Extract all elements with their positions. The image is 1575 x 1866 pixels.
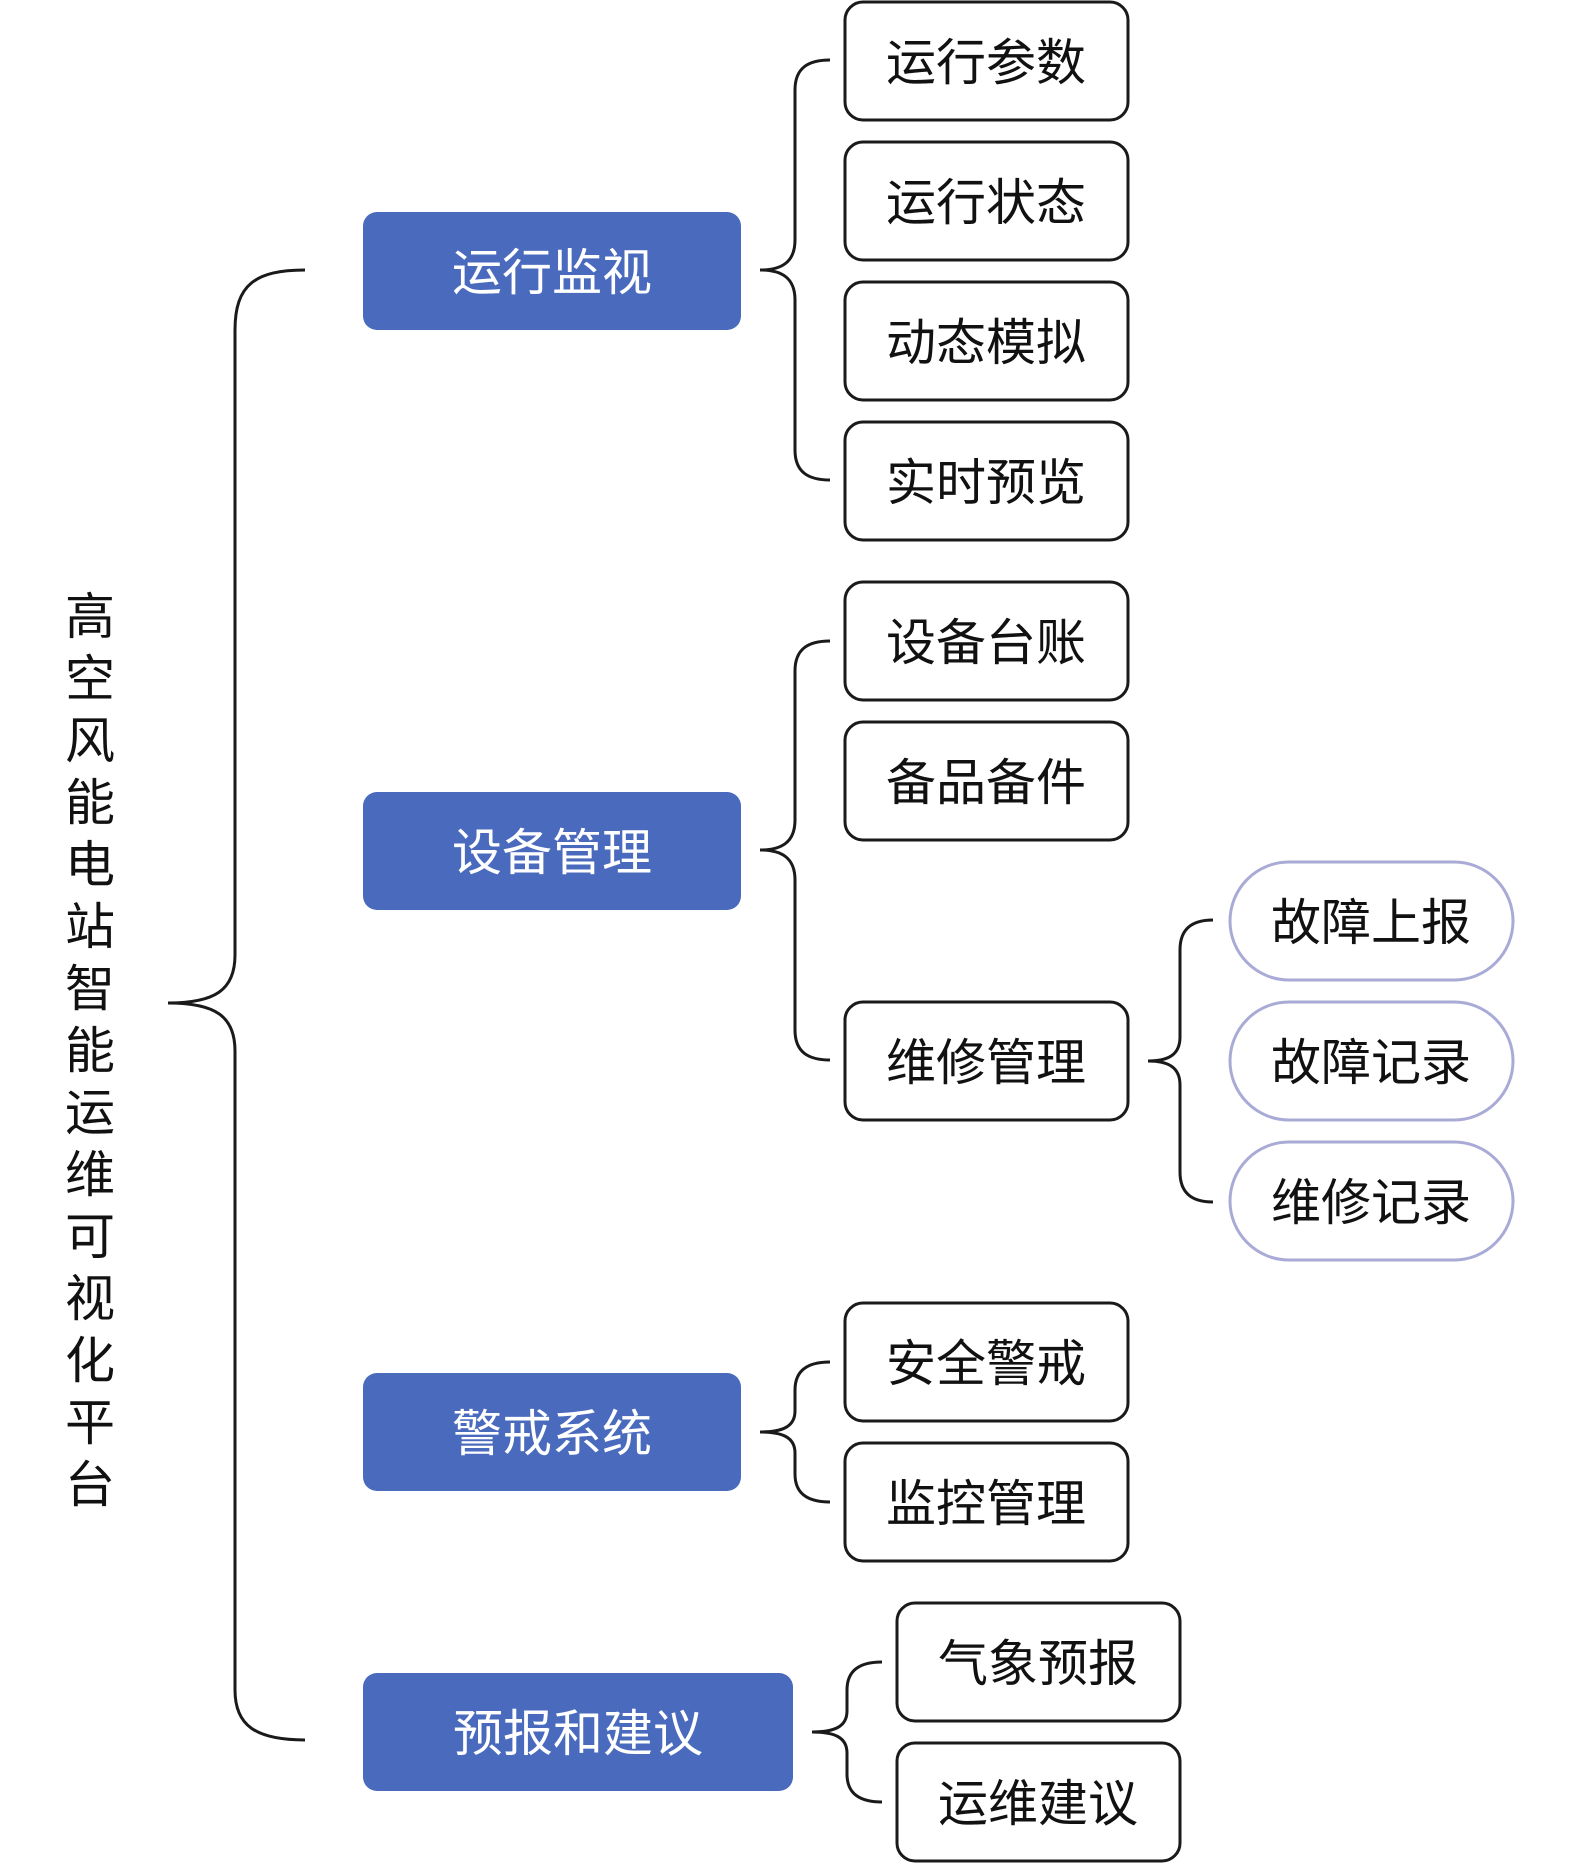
svg-text:运行监视: 运行监视: [452, 244, 652, 302]
svg-text:设备台账: 设备台账: [886, 614, 1086, 672]
leaf-safety-alert[interactable]: 安全警戒: [843, 1301, 1130, 1423]
svg-text:监控管理: 监控管理: [886, 1475, 1086, 1533]
category-alert-system[interactable]: 警戒系统: [363, 1373, 741, 1491]
brace-alert-system: [759, 1360, 831, 1504]
category-equipment-management[interactable]: 设备管理: [363, 792, 741, 910]
leaf-maintenance-management[interactable]: 维修管理: [843, 1000, 1130, 1122]
category-operation-monitoring[interactable]: 运行监视: [363, 212, 741, 330]
brace-forecast-advice: [811, 1660, 883, 1804]
leaf-maintenance-advice[interactable]: 运维建议: [895, 1741, 1182, 1863]
pill-maintenance-record[interactable]: 维修记录: [1228, 1140, 1515, 1262]
svg-text:气象预报: 气象预报: [938, 1635, 1138, 1693]
brace-equipment-management: [759, 639, 831, 1062]
leaf-spare-parts[interactable]: 备品备件: [843, 720, 1130, 842]
leaf-run-status[interactable]: 运行状态: [843, 140, 1130, 262]
svg-text:安全警戒: 安全警戒: [886, 1335, 1086, 1393]
svg-text:维修记录: 维修记录: [1271, 1174, 1471, 1232]
svg-text:运维建议: 运维建议: [938, 1775, 1138, 1833]
svg-text:运行参数: 运行参数: [886, 34, 1086, 92]
svg-text:设备管理: 设备管理: [452, 824, 652, 882]
svg-text:故障上报: 故障上报: [1271, 894, 1471, 952]
svg-text:警戒系统: 警戒系统: [452, 1405, 652, 1463]
leaf-equipment-ledger[interactable]: 设备台账: [843, 580, 1130, 702]
brace-operation-monitoring: [759, 58, 831, 482]
leaf-surveillance-management[interactable]: 监控管理: [843, 1441, 1130, 1563]
leaf-weather-forecast[interactable]: 气象预报: [895, 1601, 1182, 1723]
svg-text:运行状态: 运行状态: [886, 174, 1086, 232]
svg-text:维修管理: 维修管理: [886, 1034, 1086, 1092]
leaf-run-params[interactable]: 运行参数: [843, 0, 1130, 122]
root-brace: [167, 268, 306, 1742]
leaf-realtime-preview[interactable]: 实时预览: [843, 420, 1130, 542]
svg-text:动态模拟: 动态模拟: [886, 314, 1086, 372]
root-title: 高空风能电站智能运维可视化平台: [57, 590, 115, 1520]
brace-maintenance-sub: [1147, 918, 1214, 1204]
svg-text:预报和建议: 预报和建议: [453, 1705, 703, 1763]
pill-fault-report[interactable]: 故障上报: [1228, 860, 1515, 982]
leaf-dynamic-sim[interactable]: 动态模拟: [843, 280, 1130, 402]
svg-text:备品备件: 备品备件: [886, 754, 1086, 812]
svg-text:实时预览: 实时预览: [886, 454, 1086, 512]
category-forecast-advice[interactable]: 预报和建议: [363, 1673, 793, 1791]
svg-text:故障记录: 故障记录: [1271, 1034, 1471, 1092]
pill-fault-record[interactable]: 故障记录: [1228, 1000, 1515, 1122]
